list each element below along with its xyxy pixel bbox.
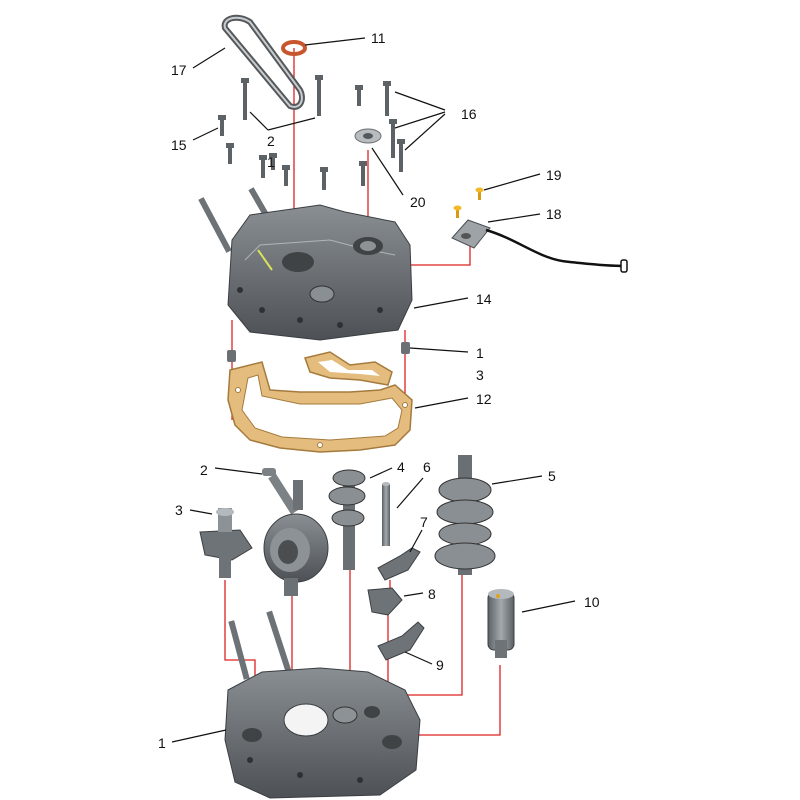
callout-12: 12	[476, 391, 492, 407]
callout-2-lower: 2	[200, 462, 208, 478]
callout-1-upper: 1	[267, 154, 275, 170]
upper-crankcase	[198, 187, 413, 341]
callout-11: 11	[371, 30, 386, 46]
callout-4: 4	[397, 459, 405, 475]
shift-fork-shaft	[382, 482, 390, 546]
crankshaft	[262, 468, 329, 596]
callout-1-dowel: 1	[476, 345, 484, 361]
callout-19: 19	[546, 167, 562, 183]
callout-17: 17	[171, 62, 187, 78]
countershaft	[328, 469, 366, 570]
washer	[354, 128, 382, 144]
gasket	[227, 351, 413, 453]
leader-lines	[171, 37, 576, 743]
callout-10: 10	[584, 594, 600, 610]
callout-3-dowel: 3	[476, 367, 484, 383]
shift-forks	[367, 547, 425, 661]
sensor-cover	[451, 219, 628, 273]
callout-labels: 11 17 16 2 15 1 20 19 18 14 1 3 12 2 4 6…	[158, 30, 600, 751]
lower-crankcase	[224, 610, 421, 799]
callout-20: 20	[410, 194, 426, 210]
callout-7: 7	[420, 514, 428, 530]
gold-screws	[453, 187, 484, 218]
shift-drum	[487, 589, 515, 658]
balancer-shaft	[199, 508, 253, 578]
o-ring	[281, 40, 307, 56]
callout-9: 9	[436, 657, 444, 673]
callout-16: 16	[461, 106, 477, 122]
callout-2-upper: 2	[267, 133, 275, 149]
cam-chain	[221, 14, 305, 110]
callout-18: 18	[546, 206, 562, 222]
callout-6: 6	[423, 459, 431, 475]
callout-8: 8	[428, 586, 436, 602]
callout-14: 14	[476, 291, 492, 307]
mainshaft	[434, 455, 496, 575]
callout-3-lower: 3	[175, 502, 183, 518]
upper-bolts	[218, 75, 405, 190]
callout-5: 5	[548, 468, 556, 484]
callout-1-lower: 1	[158, 735, 166, 751]
callout-15: 15	[171, 137, 187, 153]
dowel-pins	[227, 342, 410, 362]
